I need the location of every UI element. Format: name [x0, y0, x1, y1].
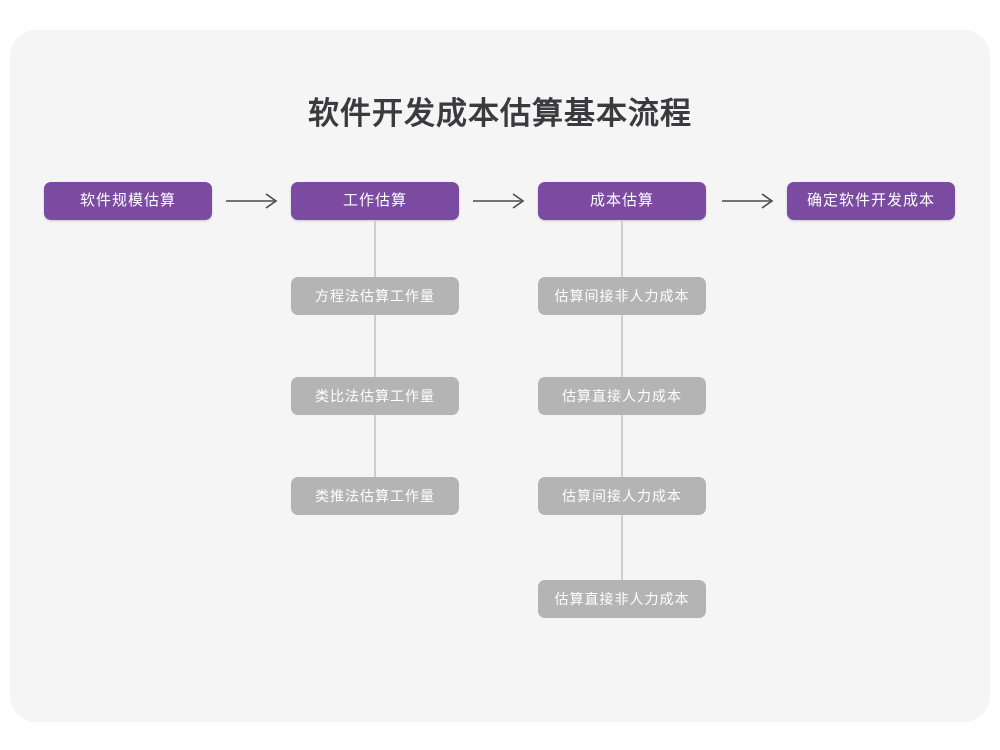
diagram-card [10, 30, 990, 722]
flow-node-determine-development-cost[interactable]: 确定软件开发成本 [787, 182, 955, 220]
substep-node-equation-method-effort[interactable]: 方程法估算工作量 [291, 277, 459, 315]
connector-line-work-1 [374, 220, 376, 278]
flow-node-cost-estimation[interactable]: 成本估算 [538, 182, 706, 220]
connector-line-cost-1 [621, 220, 623, 278]
arrow-right-icon-3 [722, 191, 778, 211]
arrow-right-icon-1 [226, 191, 282, 211]
substep-node-analogy-method-effort[interactable]: 类比法估算工作量 [291, 377, 459, 415]
substep-node-direct-non-labor-cost[interactable]: 估算直接非人力成本 [538, 580, 706, 618]
arrow-right-icon-2 [473, 191, 529, 211]
substep-node-inference-method-effort[interactable]: 类推法估算工作量 [291, 477, 459, 515]
substep-node-indirect-non-labor-cost[interactable]: 估算间接非人力成本 [538, 277, 706, 315]
connector-line-work-2 [374, 315, 376, 378]
connector-line-cost-4 [621, 515, 623, 581]
connector-line-cost-2 [621, 315, 623, 378]
connector-line-cost-3 [621, 415, 623, 478]
flow-node-work-estimation[interactable]: 工作估算 [291, 182, 459, 220]
substep-node-direct-labor-cost[interactable]: 估算直接人力成本 [538, 377, 706, 415]
connector-line-work-3 [374, 415, 376, 478]
flow-node-software-scale-estimation[interactable]: 软件规模估算 [44, 182, 212, 220]
substep-node-indirect-labor-cost[interactable]: 估算间接人力成本 [538, 477, 706, 515]
page-title: 软件开发成本估算基本流程 [308, 96, 692, 131]
